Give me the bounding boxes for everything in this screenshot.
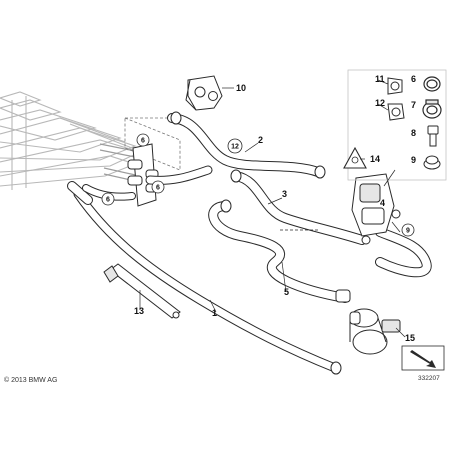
label-part-1: 1 bbox=[212, 308, 217, 318]
hose-clamp-7 bbox=[422, 99, 442, 119]
water-valve-4 bbox=[351, 173, 401, 245]
label-part-13: 13 bbox=[134, 306, 144, 316]
label-part-5: 5 bbox=[284, 287, 289, 297]
nut-9 bbox=[423, 155, 441, 170]
hose-1 bbox=[67, 181, 340, 373]
label-part-15: 15 bbox=[405, 333, 415, 343]
hose-2 bbox=[145, 113, 323, 185]
label-part-3: 3 bbox=[282, 189, 287, 199]
label-part-7: 7 bbox=[411, 100, 416, 110]
hose-valve-outlet bbox=[375, 227, 432, 278]
hose-clamp-6 bbox=[423, 76, 441, 92]
heater-core bbox=[0, 91, 142, 190]
label-part-14: 14 bbox=[370, 154, 380, 164]
cable-tie-13 bbox=[103, 263, 181, 319]
hose-end-connectors bbox=[170, 111, 351, 375]
leader-lines bbox=[139, 79, 406, 338]
label-part-6-panel: 6 bbox=[411, 74, 416, 84]
label-part-2: 2 bbox=[258, 135, 263, 145]
callout-6a: 6 bbox=[136, 133, 150, 147]
callout-6c: 6 bbox=[101, 192, 115, 206]
label-part-11: 11 bbox=[375, 74, 385, 84]
small-parts-panel bbox=[347, 69, 447, 181]
aux-pump-15 bbox=[349, 308, 401, 355]
screw-8 bbox=[427, 125, 439, 147]
copyright-text: © 2013 BMW AG bbox=[4, 376, 57, 384]
direction-arrow-icon bbox=[410, 350, 436, 368]
label-part-4: 4 bbox=[380, 198, 385, 208]
callout-9b-label: 9 bbox=[406, 228, 410, 235]
label-part-12: 12 bbox=[375, 98, 385, 108]
reference-number: 332207 bbox=[418, 375, 440, 382]
callout-12b: 12 bbox=[227, 138, 243, 154]
warning-label-14 bbox=[343, 146, 367, 169]
label-part-9: 9 bbox=[411, 155, 416, 165]
reference-box bbox=[401, 345, 445, 371]
label-part-8: 8 bbox=[411, 128, 416, 138]
hose-3 bbox=[231, 171, 367, 245]
clamp-11 bbox=[387, 77, 403, 95]
callout-6c-label: 6 bbox=[106, 197, 110, 204]
bracket-10 bbox=[185, 75, 223, 111]
clamp-12 bbox=[387, 103, 405, 121]
callout-6a-label: 6 bbox=[141, 138, 145, 145]
label-part-10: 10 bbox=[236, 83, 246, 93]
hose-5 bbox=[208, 201, 350, 303]
callout-6b: 6 bbox=[151, 180, 165, 194]
callout-9b: 9 bbox=[401, 223, 415, 237]
callout-12b-label: 12 bbox=[231, 144, 239, 151]
callout-6b-label: 6 bbox=[156, 185, 160, 192]
